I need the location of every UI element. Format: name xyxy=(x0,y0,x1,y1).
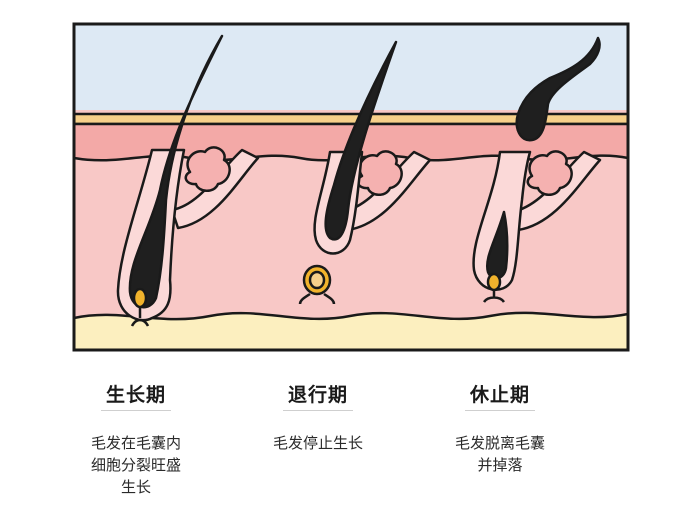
papilla-stalk xyxy=(130,306,150,327)
hair-shaft xyxy=(324,40,398,241)
stage-title-anagen: 生长期 xyxy=(105,384,166,406)
papilla-stalk xyxy=(298,292,336,305)
diagram-frame xyxy=(72,22,630,352)
stage-divider xyxy=(283,410,353,411)
shed-hair xyxy=(515,36,601,142)
stage-title-telogen: 休止期 xyxy=(469,384,530,406)
fat-layer xyxy=(72,311,630,352)
stage-description-telogen: 毛发脱离毛囊 并掉落 xyxy=(454,434,545,474)
dermal-papilla xyxy=(486,272,502,292)
dermal-papilla xyxy=(132,287,148,309)
stage-divider xyxy=(101,410,171,411)
papilla-stalk xyxy=(482,290,506,303)
papilla-core xyxy=(308,270,326,290)
sebaceous-gland xyxy=(184,146,231,192)
hair-growth-cycle-diagram xyxy=(72,22,630,352)
telogen-follicle xyxy=(472,36,602,303)
stage-description-anagen: 毛发在毛囊内 细胞分裂旺盛 生长 xyxy=(90,434,181,496)
sebaceous-gland xyxy=(526,150,573,196)
stage-divider xyxy=(465,410,535,411)
stage-title-catagen: 退行期 xyxy=(287,384,348,406)
stage-description-catagen: 毛发停止生长 xyxy=(272,434,363,452)
catagen-follicle xyxy=(298,40,432,305)
anagen-follicle xyxy=(116,34,260,327)
sebaceous-gland xyxy=(356,150,403,196)
